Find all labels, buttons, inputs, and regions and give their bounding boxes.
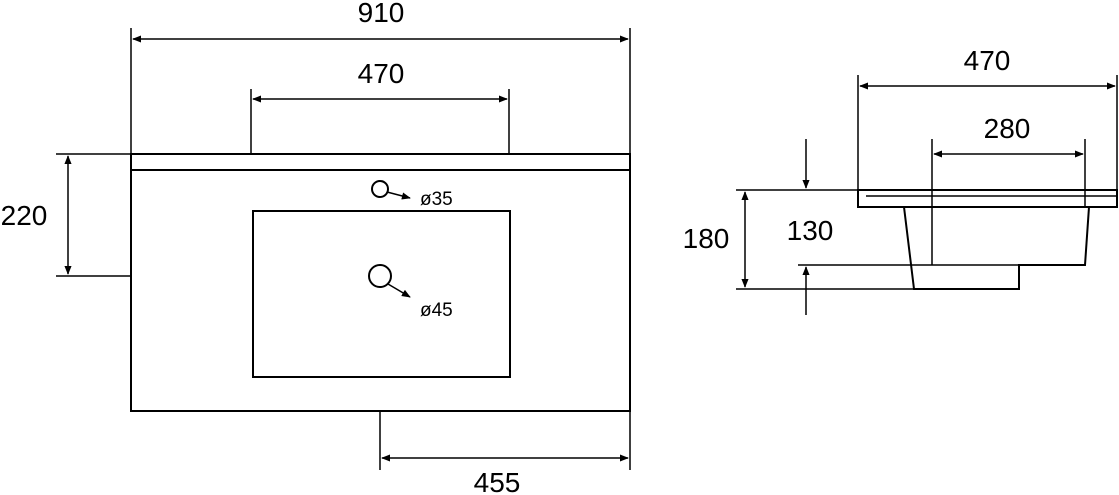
dimension-label-180: 180 <box>683 223 730 254</box>
basin-outline <box>252 210 511 378</box>
dimension-label-470-front: 470 <box>358 58 405 89</box>
dimension-label-130: 130 <box>787 215 834 246</box>
dimension-label-280: 280 <box>984 113 1031 144</box>
dimension-side-basin-height: 130 <box>787 139 932 315</box>
dimension-side-overall-height: 180 <box>683 189 914 290</box>
dimension-depth: 220 <box>1 153 131 277</box>
dimension-label-455: 455 <box>474 467 521 495</box>
dimension-label-220: 220 <box>1 200 48 231</box>
drain-hole: ø45 <box>368 264 453 321</box>
dimension-center-offset: 455 <box>379 411 631 495</box>
dimension-basin-width: 470 <box>250 58 510 154</box>
tap-hole-label: ø35 <box>420 189 453 210</box>
dimension-side-basin-depth: 280 <box>931 113 1086 207</box>
countertop-outline <box>130 153 631 412</box>
tap-hole: ø35 <box>371 180 453 210</box>
dimension-side-overall-depth: 470 <box>857 45 1118 190</box>
front-view: 910 470 220 455 ø35 <box>1 0 631 495</box>
dimension-overall-width: 910 <box>130 0 631 154</box>
dimension-label-910: 910 <box>358 0 405 28</box>
side-basin-outline <box>903 206 1090 290</box>
drain-hole-label: ø45 <box>420 300 453 321</box>
side-countertop-outline <box>857 189 1118 208</box>
dimension-label-470-side: 470 <box>964 45 1011 76</box>
side-view: 470 280 180 130 <box>683 45 1118 315</box>
